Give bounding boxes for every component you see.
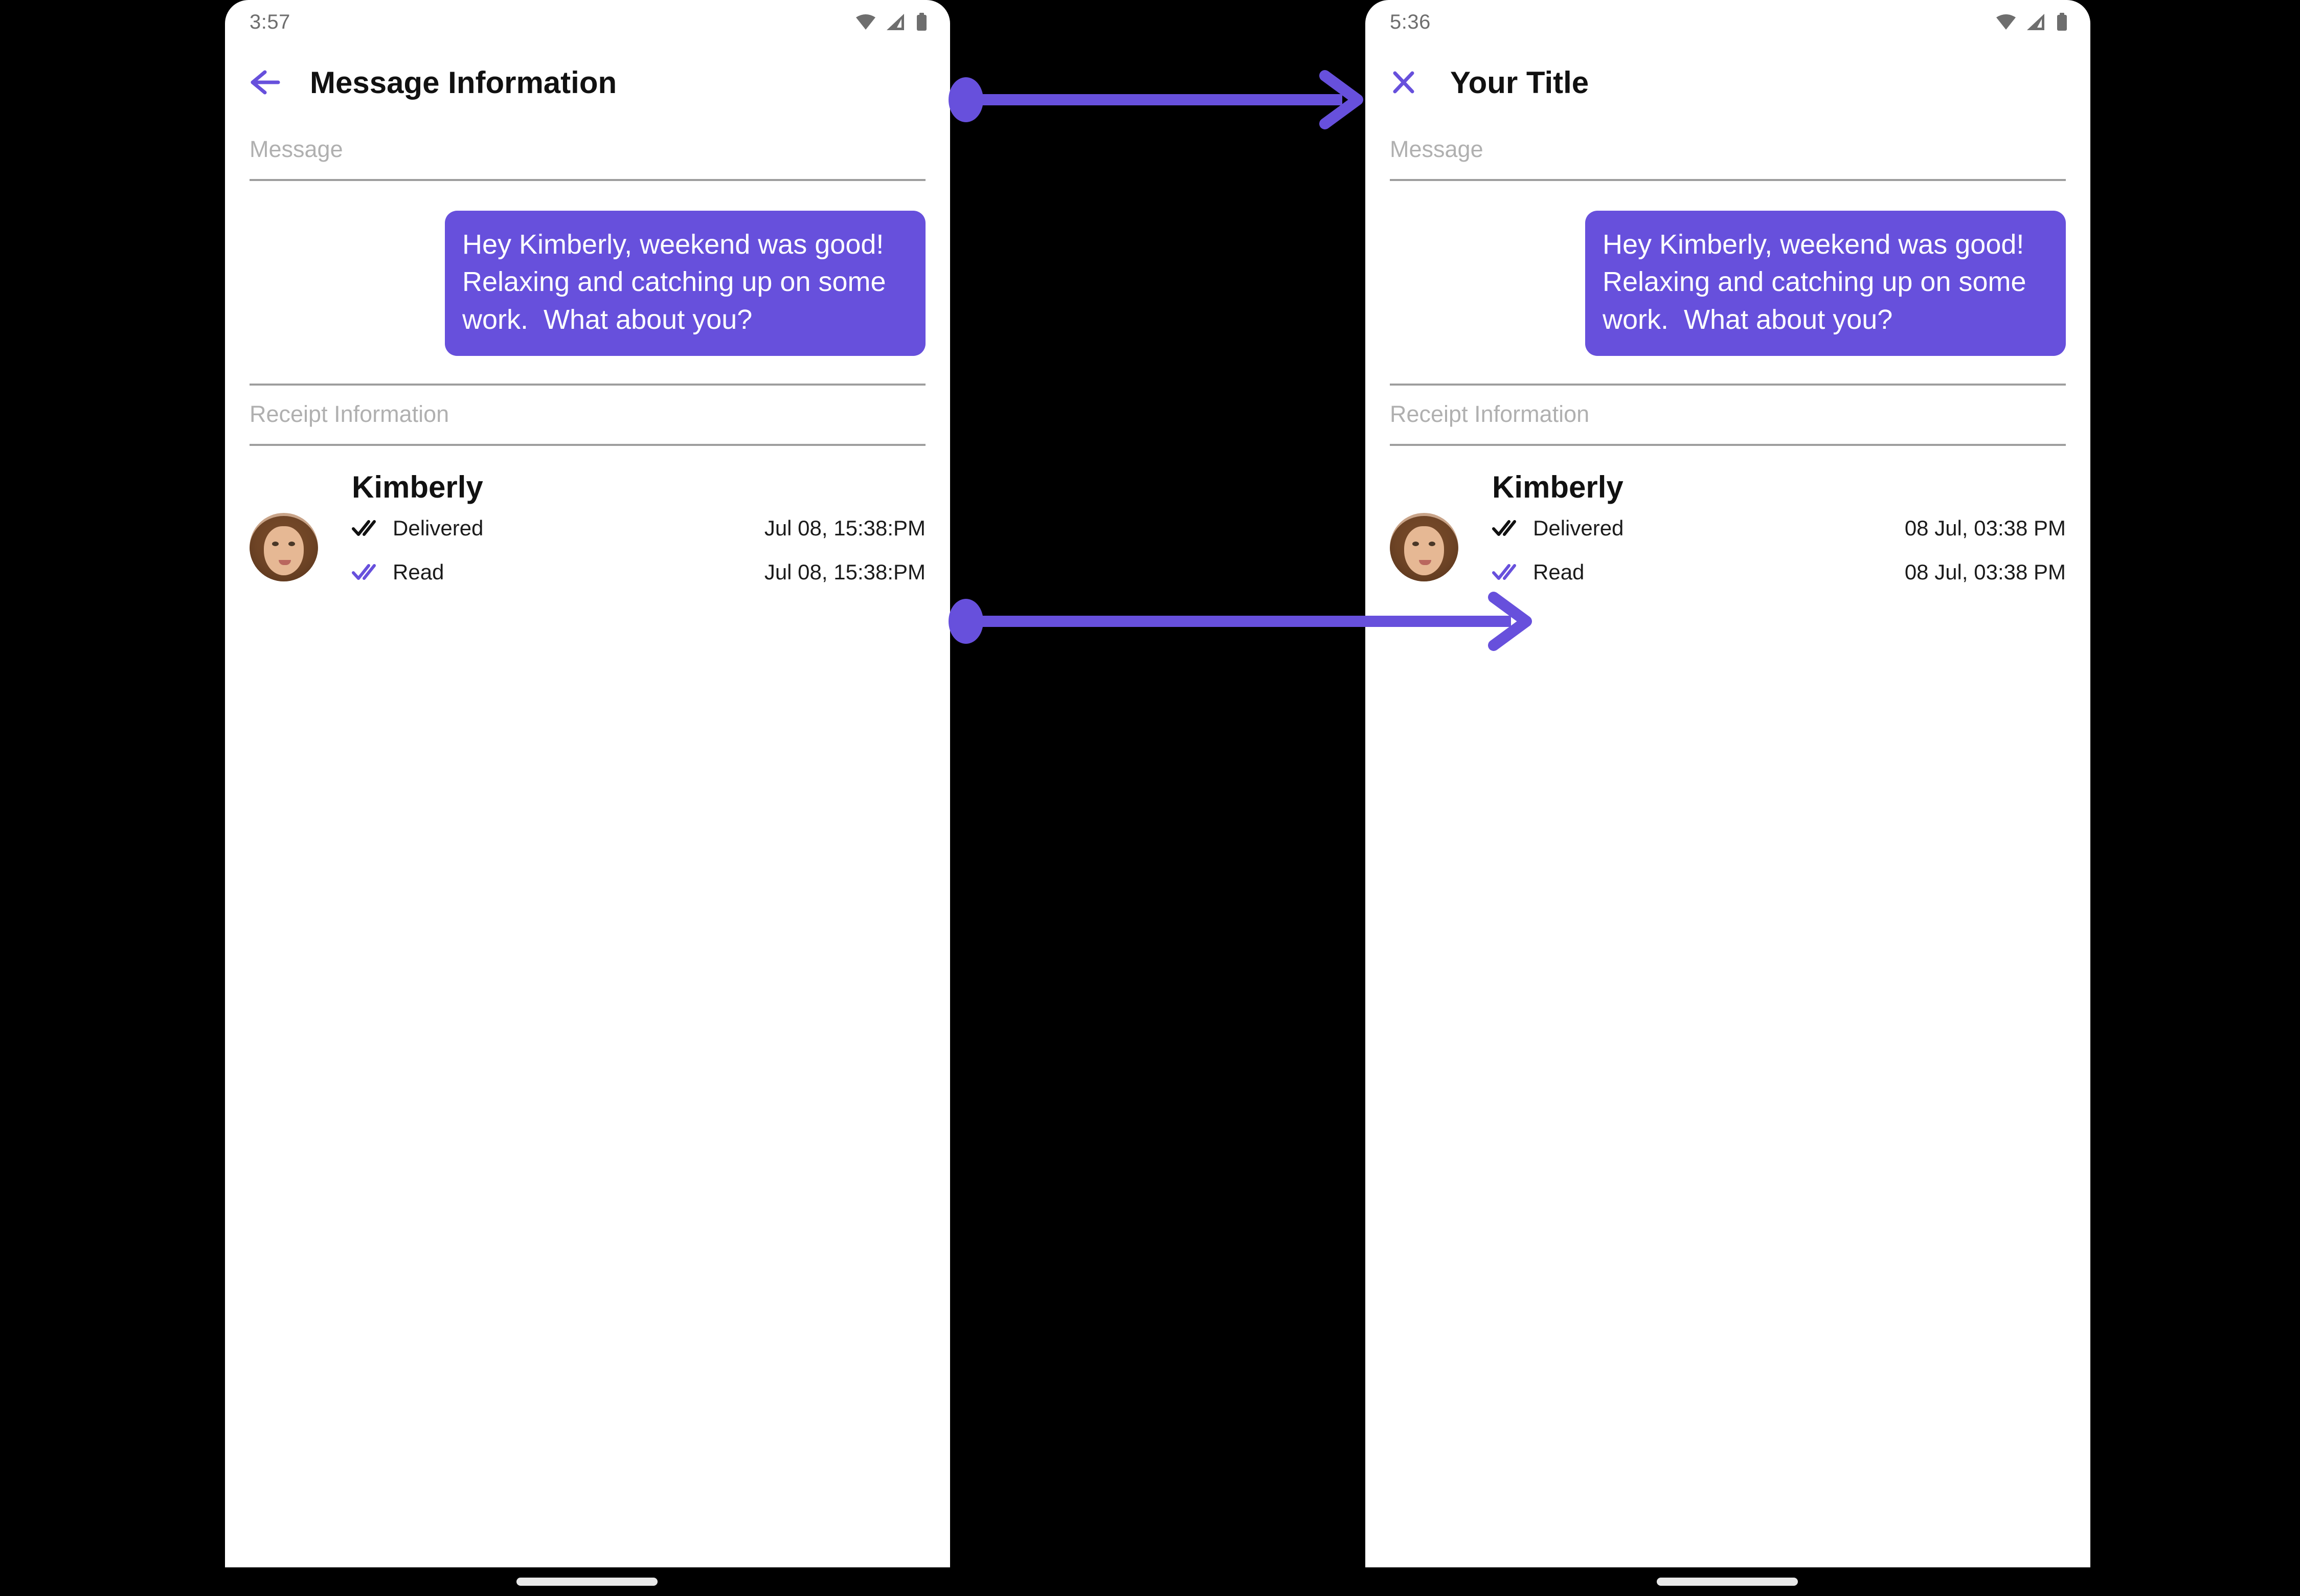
receipt-status-label: Read xyxy=(393,560,444,585)
receipt-row-read: Read 08 Jul, 03:38 PM xyxy=(1492,554,2066,591)
message-bubble-row: Hey Kimberly, weekend was good! Relaxing… xyxy=(1365,181,2090,384)
receipt-status-label: Delivered xyxy=(1533,516,1624,541)
receipt-row-delivered: Delivered Jul 08, 15:38:PM xyxy=(352,510,926,547)
page-title: Message Information xyxy=(310,65,617,100)
cellular-signal-icon xyxy=(2026,13,2046,31)
message-bubble[interactable]: Hey Kimberly, weekend was good! Relaxing… xyxy=(445,211,926,356)
status-clock: 5:36 xyxy=(1390,10,1431,33)
receipt-timestamp: Jul 08, 15:38:PM xyxy=(764,560,926,585)
contact-name: Kimberly xyxy=(1492,470,1623,505)
double-check-icon xyxy=(1492,519,1523,537)
receipt-status-label: Read xyxy=(1533,560,1585,585)
app-bar: Your Title xyxy=(1365,44,2090,121)
annotation-arrow-appbar xyxy=(949,70,1373,129)
section-divider xyxy=(250,384,926,386)
receipt-section-label: Receipt Information xyxy=(250,401,449,428)
receipt-status-label: Delivered xyxy=(393,516,484,541)
status-icon-group xyxy=(855,13,928,31)
message-section-label: Message xyxy=(1390,136,1483,162)
app-bar: Message Information xyxy=(225,44,950,121)
message-section-label: Message xyxy=(250,136,343,162)
receipt-row-read: Read Jul 08, 15:38:PM xyxy=(352,554,926,591)
status-clock: 3:57 xyxy=(250,10,290,33)
avatar xyxy=(1390,513,1458,582)
close-x-icon[interactable] xyxy=(1390,58,1439,107)
message-bubble[interactable]: Hey Kimberly, weekend was good! Relaxing… xyxy=(1585,211,2066,356)
avatar xyxy=(250,513,318,582)
battery-icon xyxy=(2056,13,2068,31)
receipt-block: Kimberly Delivered xyxy=(225,446,950,598)
receipt-body: Delivered 08 Jul, 03:38 PM Read 08 Jul, … xyxy=(1390,510,2066,598)
cellular-signal-icon xyxy=(886,13,906,31)
message-bubble-row: Hey Kimberly, weekend was good! Relaxing… xyxy=(225,181,950,384)
page-title: Your Title xyxy=(1450,65,1589,100)
wifi-icon xyxy=(855,13,876,31)
section-divider xyxy=(1390,179,2066,181)
section-divider xyxy=(1390,444,2066,446)
receipt-timestamp: 08 Jul, 03:38 PM xyxy=(1904,560,2066,585)
double-check-icon xyxy=(1492,563,1523,581)
status-icon-group xyxy=(1995,13,2068,31)
receipt-timestamp: Jul 08, 15:38:PM xyxy=(764,516,926,541)
receipt-timestamp: 08 Jul, 03:38 PM xyxy=(1904,516,2066,541)
phone-screen-left: 3:57 Message Information xyxy=(225,0,950,1567)
receipt-rows: Delivered Jul 08, 15:38:PM Read Jul 08, … xyxy=(352,510,926,598)
double-check-icon xyxy=(352,519,382,537)
phone-screen-right: 5:36 Your Title Message xyxy=(1365,0,2090,1567)
receipt-block: Kimberly Delivered xyxy=(1365,446,2090,598)
battery-icon xyxy=(915,13,928,31)
double-check-icon xyxy=(352,563,382,581)
receipt-row-delivered: Delivered 08 Jul, 03:38 PM xyxy=(1492,510,2066,547)
status-bar: 3:57 xyxy=(225,0,950,44)
section-divider xyxy=(1390,384,2066,386)
wifi-icon xyxy=(1995,13,2017,31)
home-gesture-indicator xyxy=(516,1578,658,1586)
contact-name: Kimberly xyxy=(352,470,483,505)
receipt-rows: Delivered 08 Jul, 03:38 PM Read 08 Jul, … xyxy=(1492,510,2066,598)
section-divider xyxy=(250,179,926,181)
home-gesture-indicator xyxy=(1657,1578,1798,1586)
receipt-body: Delivered Jul 08, 15:38:PM Read Jul 08, … xyxy=(250,510,926,598)
section-divider xyxy=(250,444,926,446)
status-bar: 5:36 xyxy=(1365,0,2090,44)
back-arrow-icon[interactable] xyxy=(250,58,299,107)
receipt-section-label: Receipt Information xyxy=(1390,401,1590,428)
